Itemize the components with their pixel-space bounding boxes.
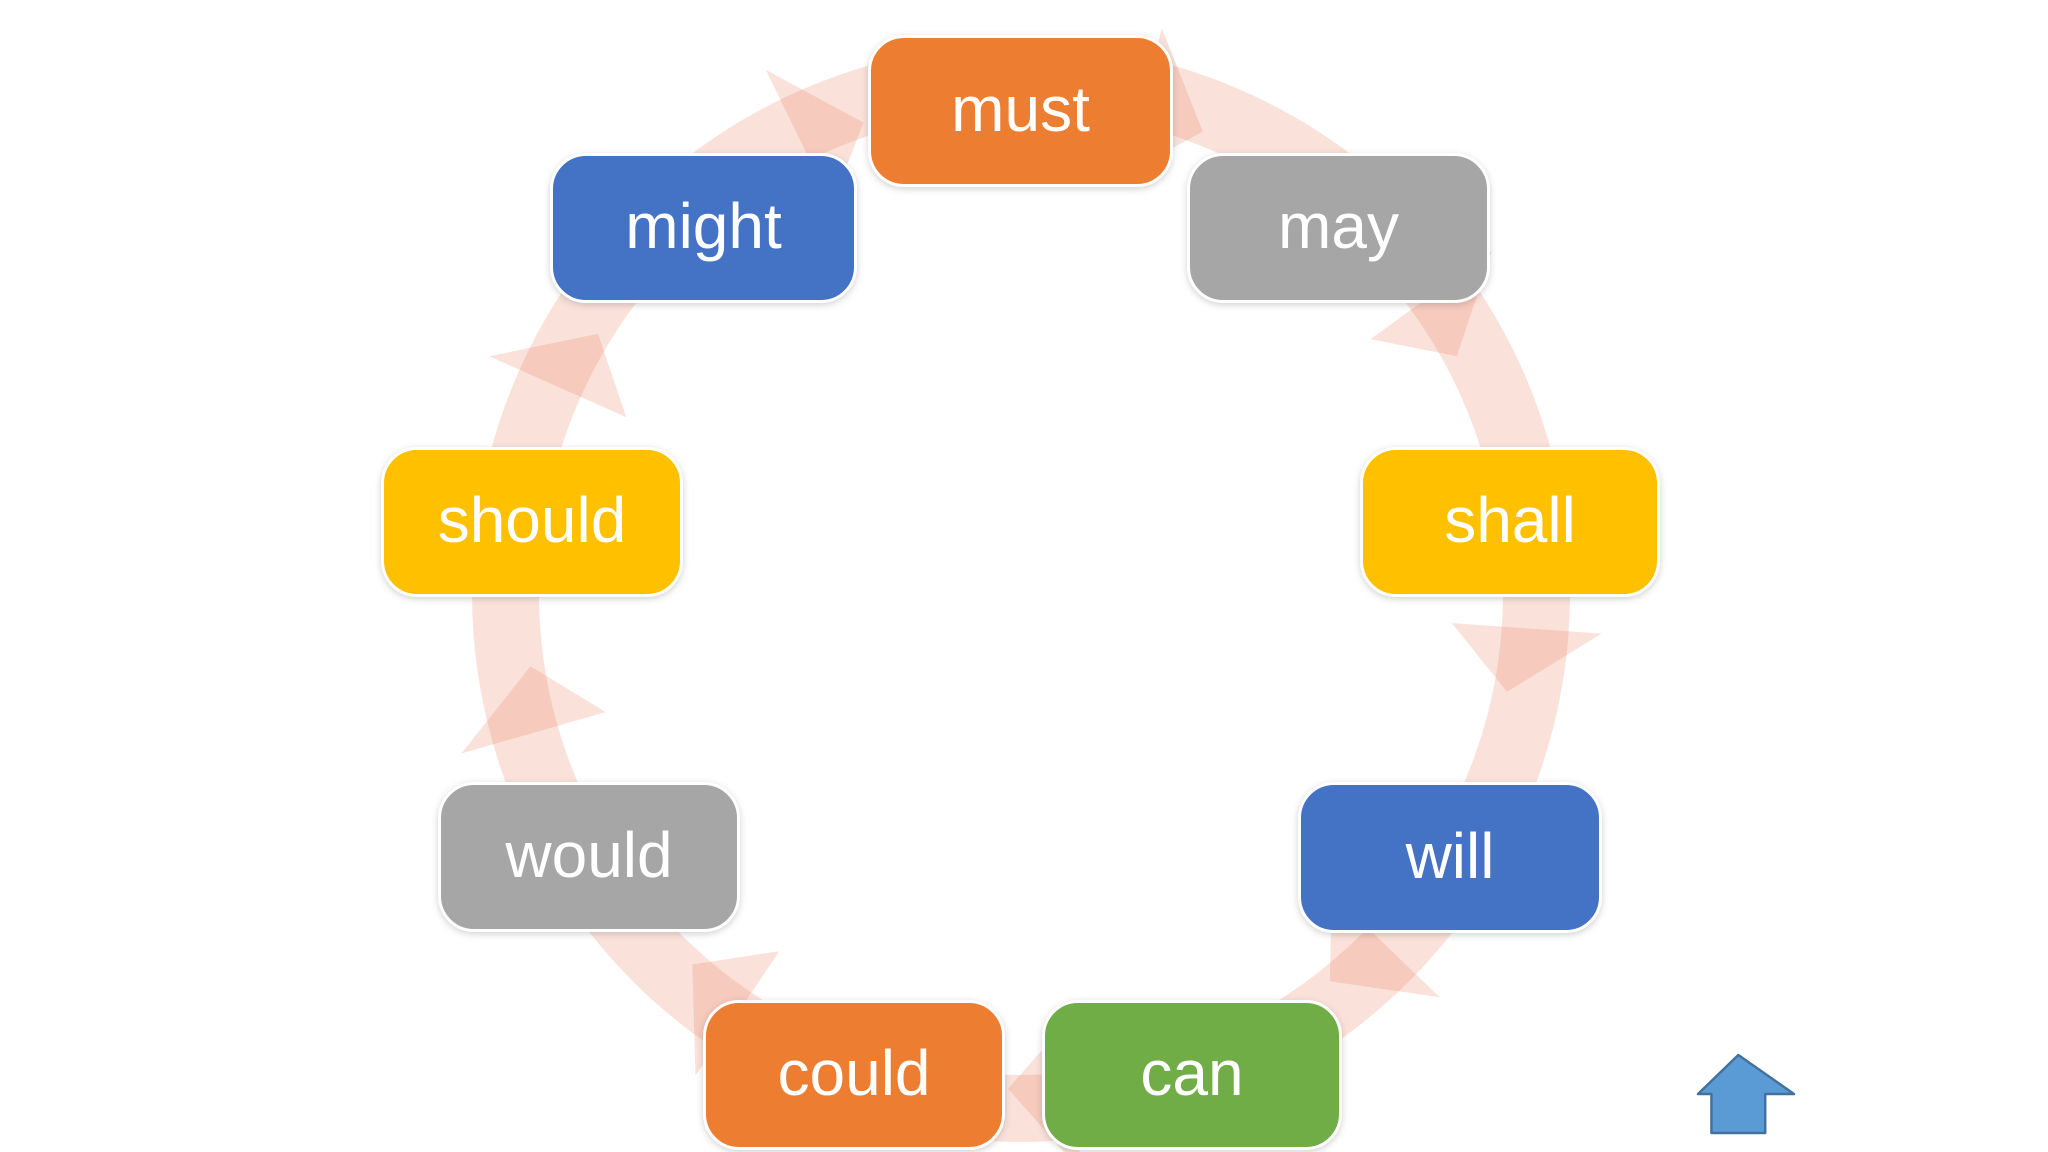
ring-arrowhead [461, 666, 606, 754]
cycle-node-label: can [1140, 1037, 1244, 1109]
cycle-node-label: shall [1444, 484, 1576, 556]
cycle-node-label: will [1405, 819, 1495, 892]
cycle-node-could: could [703, 1000, 1005, 1150]
cycle-node-label: might [625, 190, 782, 262]
ring-arrowhead [489, 333, 627, 418]
cycle-node-may: may [1187, 153, 1490, 303]
cycle-node-would: would [438, 782, 740, 932]
cycle-node-label: may [1278, 190, 1399, 262]
cycle-node-might: might [550, 153, 857, 303]
cycle-node-can: can [1042, 1000, 1342, 1150]
up-arrow-icon[interactable] [1696, 1053, 1796, 1135]
cycle-node-label: must [951, 73, 1090, 145]
cycle-node-label: would [505, 819, 673, 891]
cycle-node-label: should [437, 484, 627, 556]
cycle-node-must: must [868, 35, 1173, 187]
ring-arrowhead [1451, 623, 1602, 692]
cycle-node-will: will [1298, 782, 1602, 933]
cycle-node-should: should [381, 447, 683, 597]
cycle-node-label: could [777, 1037, 931, 1109]
cycle-node-shall: shall [1360, 447, 1660, 597]
